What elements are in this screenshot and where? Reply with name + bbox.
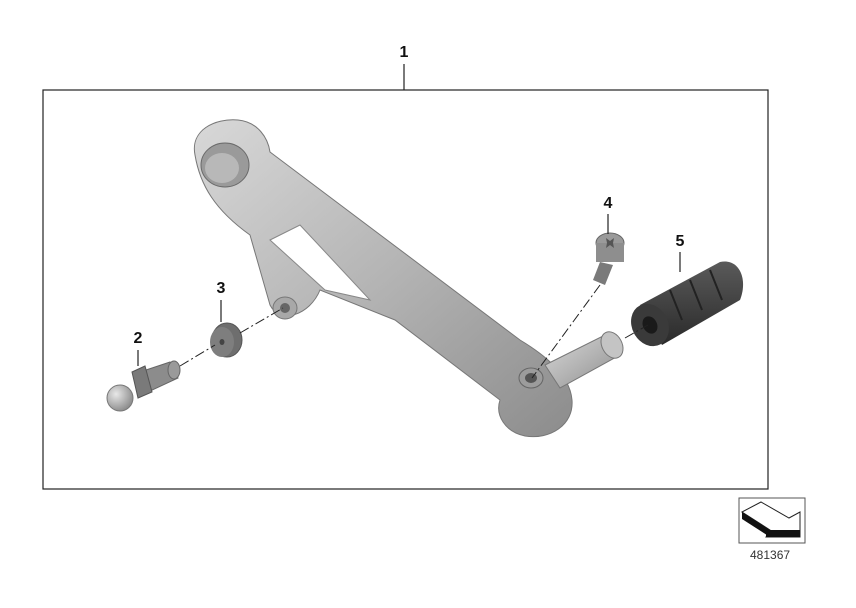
torx-bolt bbox=[593, 232, 625, 285]
callout-3[interactable]: 3 bbox=[216, 280, 226, 297]
peg-shaft bbox=[544, 331, 624, 389]
leader-lines bbox=[137, 214, 681, 366]
callout-1[interactable]: 1 bbox=[399, 44, 409, 61]
shift-lever bbox=[193, 119, 573, 438]
assembly-frame bbox=[42, 64, 769, 490]
ball-stud bbox=[106, 360, 181, 412]
rubber-foot-peg bbox=[631, 261, 744, 347]
direction-symbol bbox=[738, 497, 806, 544]
assembly-lines bbox=[179, 284, 649, 379]
callout-2[interactable]: 2 bbox=[133, 330, 143, 347]
washer bbox=[210, 322, 243, 358]
callout-5[interactable]: 5 bbox=[675, 233, 685, 250]
catalog-number: 481367 bbox=[750, 548, 791, 562]
callout-4[interactable]: 4 bbox=[603, 195, 613, 212]
